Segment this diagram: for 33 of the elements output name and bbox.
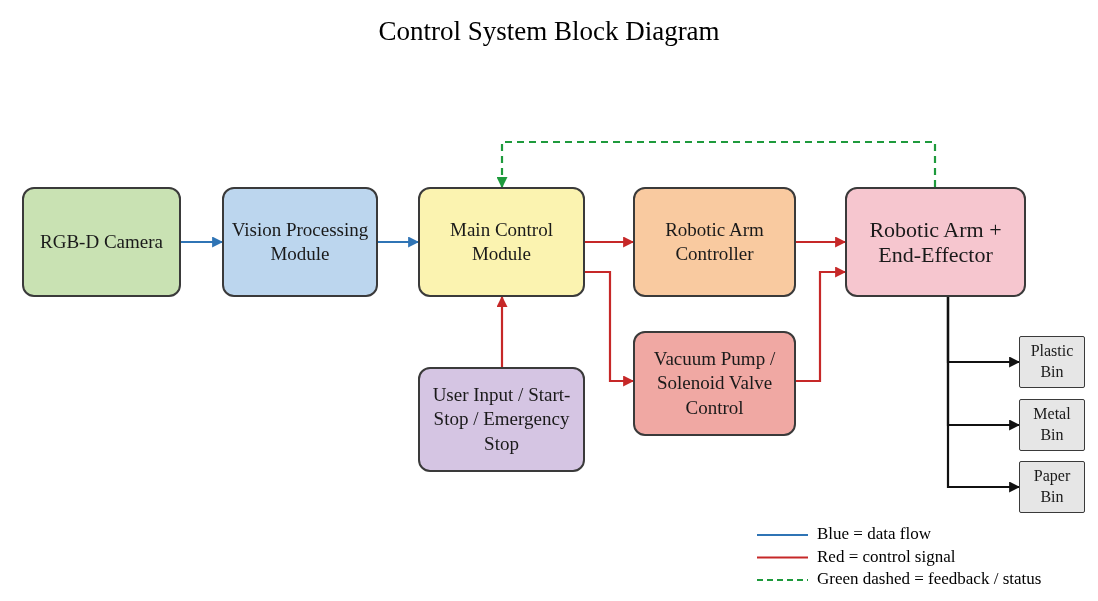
- arrow: [496, 295, 508, 367]
- arrow: [585, 236, 635, 248]
- bin-box: [1019, 336, 1085, 388]
- node-label: Vacuum Pump / Solenoid Valve Control: [652, 347, 777, 420]
- process-box: [633, 331, 796, 436]
- process-box: [22, 187, 181, 297]
- legend-label: Red = control signal: [817, 546, 956, 567]
- arrow: [378, 236, 420, 248]
- process-box: [633, 187, 796, 297]
- legend-label: Green dashed = feedback / status: [817, 569, 1042, 589]
- diagram-title: Control System Block Diagram: [377, 16, 721, 47]
- bin-box: [1019, 399, 1085, 451]
- node-label: Metal Bin: [1032, 404, 1072, 445]
- process-box: [222, 187, 378, 297]
- node-label: Robotic Arm Controller: [664, 217, 765, 266]
- arrow: [181, 236, 224, 248]
- node-label: Vision Processing Module: [230, 217, 370, 266]
- node-label: Robotic Arm + End-Effector: [868, 216, 1003, 268]
- process-box: [418, 367, 585, 472]
- process-box: [418, 187, 585, 297]
- arrow: [946, 297, 1021, 493]
- node-label: User Input / Start-Stop / Emergency Stop: [431, 383, 572, 456]
- node-label: Main Control Module: [449, 217, 554, 266]
- node-label: RGB-D Camera: [40, 229, 163, 254]
- legend-label: Blue = data flow: [817, 524, 931, 544]
- process-box: [845, 187, 1026, 297]
- node-label: Plastic Bin: [1029, 341, 1075, 382]
- arrow: [585, 270, 635, 387]
- bin-box: [1019, 461, 1085, 513]
- arrow: [796, 266, 847, 383]
- arrow: [496, 140, 937, 189]
- arrow: [796, 236, 847, 248]
- node-label: Paper Bin: [1032, 466, 1072, 507]
